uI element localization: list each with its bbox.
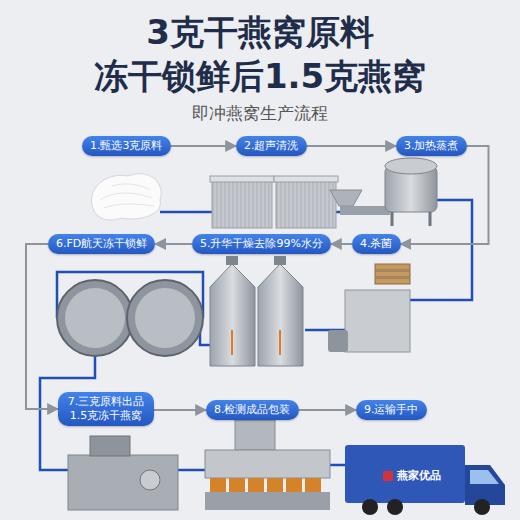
nest-strands	[100, 184, 154, 208]
step-text: 1.甄选3克原料	[90, 139, 163, 153]
conveyor-base	[205, 492, 330, 510]
sterilizer-body	[345, 290, 410, 352]
flow-arrow	[307, 145, 397, 147]
tray	[375, 278, 410, 284]
diagram-title: 3克干燕窝原料 冻干锁鲜后1.5克燕窝	[40, 10, 480, 98]
step-label: 1.甄选3克原料	[82, 136, 171, 156]
pipe	[330, 464, 345, 467]
step-text: 8.检测成品包装	[214, 403, 291, 417]
flow-arrow	[331, 243, 352, 245]
flow-arrow	[154, 409, 206, 411]
step-label: 7.三克原料出品 1.5克冻干燕窝	[58, 392, 154, 426]
flow-arrow	[299, 409, 357, 411]
step-label: 6.FD航天冻干锁鲜	[48, 234, 155, 254]
product-box	[305, 478, 321, 492]
step-label: 4.杀菌	[352, 234, 401, 254]
step-text: 2.超声清洗	[244, 139, 299, 153]
step-label: 3.加热蒸煮	[396, 136, 467, 156]
truck-logo: 燕家优品	[397, 468, 441, 483]
tank-lip	[210, 176, 274, 182]
flow-arrow	[155, 243, 192, 245]
cab	[465, 465, 505, 505]
nest-shape	[92, 174, 162, 220]
bird-nest	[92, 174, 162, 220]
cooker-legs	[392, 212, 430, 226]
step-text: 4.杀菌	[360, 237, 393, 251]
tray	[375, 264, 410, 270]
inspector	[235, 420, 275, 450]
step-text: 6.FD航天冻干锁鲜	[56, 237, 147, 251]
flow-arrow	[26, 244, 58, 409]
output-machine	[68, 436, 178, 510]
hopper	[330, 190, 362, 206]
step-label: 9.运输手中	[356, 400, 427, 420]
machine-body	[68, 455, 178, 510]
product-box	[229, 478, 245, 492]
packer-body	[205, 450, 330, 478]
steam-cooker	[330, 158, 437, 226]
tank-lip	[274, 176, 338, 182]
tower-cap	[274, 256, 286, 265]
step-label: 2.超声清洗	[236, 136, 307, 156]
step-text: 3.加热蒸煮	[404, 139, 459, 153]
pipe	[178, 469, 205, 472]
step-label: 5.升华干燥去除99%水分	[192, 234, 331, 254]
conveyor	[340, 206, 390, 215]
tank-shell	[57, 280, 133, 356]
wheel	[362, 499, 378, 515]
motor	[328, 330, 348, 352]
wheel	[474, 499, 490, 515]
ultrasonic-cleaner	[210, 176, 338, 228]
logo-icon	[383, 471, 393, 481]
product-box	[210, 478, 226, 492]
tank-shell	[127, 280, 203, 356]
delivery-truck	[345, 445, 505, 515]
step-text: 5.升华干燥去除99%水分	[200, 237, 323, 251]
pipe-lines	[40, 200, 472, 470]
tank	[212, 180, 272, 228]
step-text: 7.三克原料出品 1.5克冻干燕窝	[64, 395, 148, 423]
tower-cap	[226, 256, 238, 265]
product-box	[267, 478, 283, 492]
wheel	[387, 499, 403, 515]
tank-door	[65, 288, 125, 348]
sterilizer	[328, 264, 410, 352]
freeze-dryer-tanks	[57, 280, 203, 356]
machine-dial	[140, 470, 160, 490]
cooker-lid	[385, 158, 437, 174]
sublimation-dryer	[210, 256, 303, 366]
flow-arrow	[171, 145, 237, 147]
step-label: 8.检测成品包装	[206, 400, 299, 420]
tank	[276, 180, 336, 228]
product-box	[286, 478, 302, 492]
flow-mark	[232, 330, 280, 355]
product-box	[248, 478, 264, 492]
pipe	[410, 200, 472, 300]
step-text: 9.运输手中	[364, 403, 419, 417]
subtitle: 即冲燕窝生产流程	[0, 102, 520, 125]
tank-door	[135, 288, 195, 348]
packing-line	[205, 420, 330, 510]
flow-arrow	[401, 146, 489, 244]
tray	[375, 271, 410, 277]
pipe	[160, 211, 212, 214]
window	[470, 470, 499, 484]
trailer	[345, 445, 465, 503]
machine-top	[90, 436, 130, 456]
